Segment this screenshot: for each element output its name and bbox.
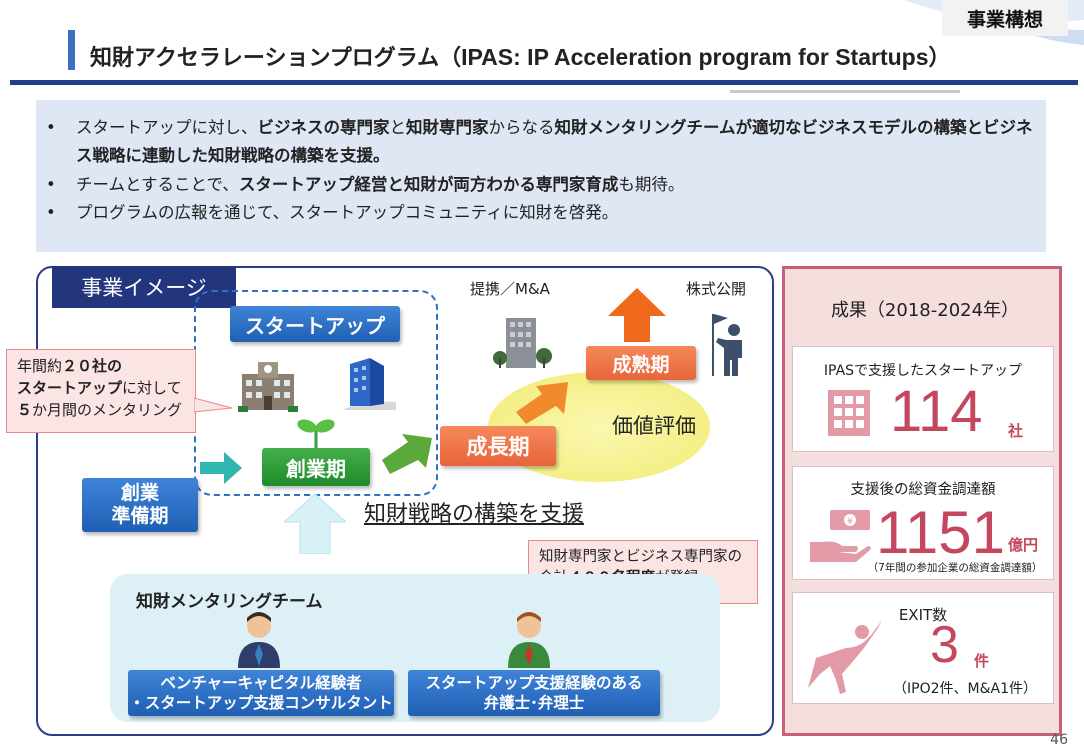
startup-label: スタートアップ (230, 306, 400, 342)
building-icon (828, 390, 870, 436)
result-value-funding: 1151 (876, 499, 1006, 566)
title-accent-bar (68, 30, 75, 70)
bullet-text-bold: 知財専門家 (406, 118, 489, 137)
result-label-exit: EXIT数 (898, 606, 948, 624)
bullet-text: スタートアップに対し、 (76, 118, 258, 137)
bullet-item: プログラムの広報を通じて、スタートアップコミュニティに知財を啓発。 (46, 199, 1036, 228)
sprout-icon (297, 419, 335, 450)
note-pointer (194, 397, 233, 413)
result-unit-funding: 億円 (1008, 537, 1039, 554)
result-label-startups: IPASで支援したスタートアップ (823, 363, 1023, 379)
arrow-growth-to-mature (516, 382, 568, 424)
results-title: 成果（2018-2024年） (830, 300, 1020, 321)
section-tag: 事業構想 (942, 0, 1068, 36)
title-close: ） (928, 46, 951, 71)
bullet-text-bold: スタートアップ経営と知財が両方わかる専門家育成 (238, 174, 619, 194)
result-label-funding: 支援後の総資金調達額 (850, 482, 996, 498)
mentor-vc-label: ベンチャーキャピタル経験者 ・スタートアップ支援コンサルタント (128, 670, 394, 716)
stage-preparation: 創業 準備期 (82, 478, 198, 532)
bullet-text: と (389, 118, 407, 137)
bullet-text: からなる (488, 118, 555, 137)
city-building-icon (493, 318, 552, 368)
office-building-icon (342, 358, 396, 410)
bullet-text-bold: ビジネスの専門家 (257, 118, 390, 137)
svg-text:¥: ¥ (847, 517, 853, 527)
note-left-bold: ５ (17, 400, 33, 419)
stage-mature: 成熟期 (586, 346, 696, 380)
mentor-vc-line2: ・スタートアップ支援コンサルタント (129, 694, 393, 712)
support-up-arrow (284, 494, 346, 554)
ipo-label: 株式公開 (686, 280, 747, 298)
mentoring-team-title: 知財メンタリングチーム (136, 592, 323, 612)
bullet-item: チームとすることで、スタートアップ経営と知財が両方わかる専門家育成も期待。 (46, 171, 1036, 200)
bullet-text: チームとすることで、 (76, 174, 239, 194)
stage-founding: 創業期 (262, 448, 370, 486)
mentor-lawyer-label: スタートアップ支援経験のある 弁護士･弁理士 (408, 670, 660, 716)
mentor-lawyer-line2: 弁護士･弁理士 (483, 694, 585, 712)
result-value-exit: 3 (930, 616, 959, 674)
note-left-bold: ２０社の (62, 357, 123, 375)
title-underline (10, 80, 1078, 85)
note-left-text: か月間のメンタリング (32, 400, 183, 419)
school-building-icon (238, 362, 298, 412)
bullet-item: スタートアップに対し、ビジネスの専門家と知財専門家からなる知財メンタリングチーム… (46, 114, 1036, 171)
bullet-text: も期待。 (618, 174, 685, 194)
title-en: IPAS: IP Acceleration program for Startu… (461, 44, 929, 70)
support-text: 知財戦略の構築を支援 (364, 502, 585, 527)
title-underline-secondary (730, 90, 960, 93)
arrow-founding-to-growth (382, 434, 432, 474)
mentor-person-icon (238, 612, 280, 668)
result-unit-startups: 社 (1008, 423, 1024, 440)
left-note: 年間約２０社の スタートアップに対して ５か月間のメンタリング (6, 349, 196, 433)
bullet-text: プログラムの広報を通じて、スタートアップコミュニティに知財を啓発。 (76, 203, 619, 223)
arrow-prep-to-founding (200, 452, 242, 484)
note-left-text: に対して (122, 378, 182, 397)
note-right-text: 知財専門家とビジネス専門家の (539, 549, 742, 565)
note-left-text: 年間約 (17, 357, 63, 375)
up-arrow-orange (608, 288, 666, 342)
result-value-startups: 114 (890, 379, 983, 444)
summary-bullets: スタートアップに対し、ビジネスの専門家と知財専門家からなる知財メンタリングチーム… (36, 100, 1046, 252)
stage-growth: 成長期 (440, 426, 556, 466)
alliance-label: 提携／M&A (470, 280, 550, 298)
bullet-text-bold: 知財メンタリングチームが適切なビジネスモデルの構築とビジネス戦略に連動した知財戦… (76, 118, 1033, 166)
value-evaluation-text: 価値評価 (612, 414, 696, 438)
flag-person-icon (712, 314, 742, 376)
page-number: 46 (1050, 732, 1068, 748)
mentor-lawyer-line1: スタートアップ支援経験のある (425, 673, 643, 692)
note-left-bold: スタートアップ (17, 378, 123, 397)
money-hand-icon: ¥ (810, 510, 871, 562)
result-note-funding: （7年間の参加企業の総資金調達額） (867, 562, 1043, 574)
mentor-vc-line1: ベンチャーキャピタル経験者 (160, 673, 362, 692)
superhero-icon (808, 620, 882, 694)
mentor-person-icon (508, 612, 550, 668)
page-title: 知財アクセラレーションプログラム（IPAS: IP Acceleration p… (90, 40, 951, 72)
title-jp: 知財アクセラレーションプログラム（ (90, 46, 462, 71)
result-unit-exit: 件 (974, 653, 990, 670)
result-card-exit (792, 592, 1054, 704)
result-note-exit: （IPO2件、M&A1件） (893, 681, 1037, 697)
